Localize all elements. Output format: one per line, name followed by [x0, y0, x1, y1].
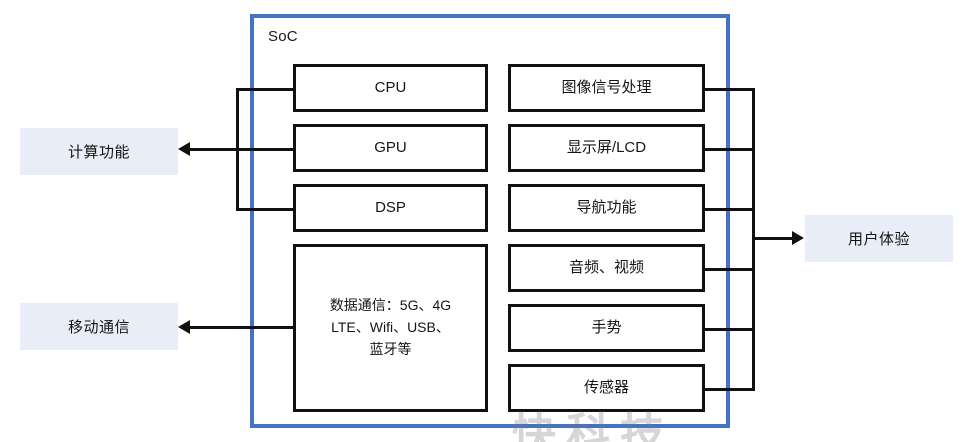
right-bus-stub-sensor — [703, 388, 755, 391]
left-bus-stub-dsp — [236, 208, 295, 211]
comms-output-arrowhead — [178, 320, 190, 334]
output-chip-user-experience-label: 用户体验 — [847, 231, 910, 248]
block-cpu[interactable]: CPU — [293, 64, 488, 112]
output-chip-compute[interactable]: 计算功能 — [20, 128, 178, 175]
right-bus-stub-display — [703, 148, 755, 151]
block-gpu[interactable]: GPU — [293, 124, 488, 172]
compute-output-arrowhead — [178, 142, 190, 156]
block-gesture[interactable]: 手势 — [508, 304, 705, 352]
output-chip-mobile-comms[interactable]: 移动通信 — [20, 303, 178, 350]
block-data-communication-label: 数据通信：5G、4G LTE、Wifi、USB、 蓝牙等 — [329, 297, 452, 357]
block-navigation[interactable]: 导航功能 — [508, 184, 705, 232]
block-dsp-label: DSP — [375, 199, 406, 217]
block-gesture-label: 手势 — [591, 319, 622, 337]
compute-output-line — [190, 148, 238, 151]
right-bus-stub-isp — [703, 88, 755, 91]
block-sensor[interactable]: 传感器 — [508, 364, 705, 412]
block-data-communication[interactable]: 数据通信：5G、4G LTE、Wifi、USB、 蓝牙等 — [293, 244, 488, 412]
comms-output-line — [190, 326, 295, 329]
block-dsp[interactable]: DSP — [293, 184, 488, 232]
output-chip-mobile-comms-label: 移动通信 — [67, 319, 130, 336]
left-bus-stub-cpu — [236, 88, 295, 91]
block-display-lcd[interactable]: 显示屏/LCD — [508, 124, 705, 172]
left-bus-stub-gpu — [236, 148, 295, 151]
output-chip-compute-label: 计算功能 — [67, 144, 130, 161]
right-bus-stub-navigation — [703, 208, 755, 211]
ux-output-arrowhead — [792, 231, 804, 245]
block-navigation-label: 导航功能 — [576, 199, 637, 217]
right-bus-stub-audio-video — [703, 268, 755, 271]
output-chip-user-experience[interactable]: 用户体验 — [805, 215, 953, 262]
block-audio-video-label: 音频、视频 — [568, 259, 644, 277]
block-image-signal-processing-label: 图像信号处理 — [561, 79, 652, 97]
block-display-lcd-label: 显示屏/LCD — [566, 139, 647, 157]
ux-output-line — [752, 237, 794, 240]
right-bus-stub-gesture — [703, 328, 755, 331]
block-image-signal-processing[interactable]: 图像信号处理 — [508, 64, 705, 112]
block-sensor-label: 传感器 — [583, 379, 629, 397]
block-audio-video[interactable]: 音频、视频 — [508, 244, 705, 292]
soc-label: SoC — [268, 28, 298, 45]
block-gpu-label: GPU — [374, 139, 407, 157]
block-cpu-label: CPU — [374, 79, 407, 97]
